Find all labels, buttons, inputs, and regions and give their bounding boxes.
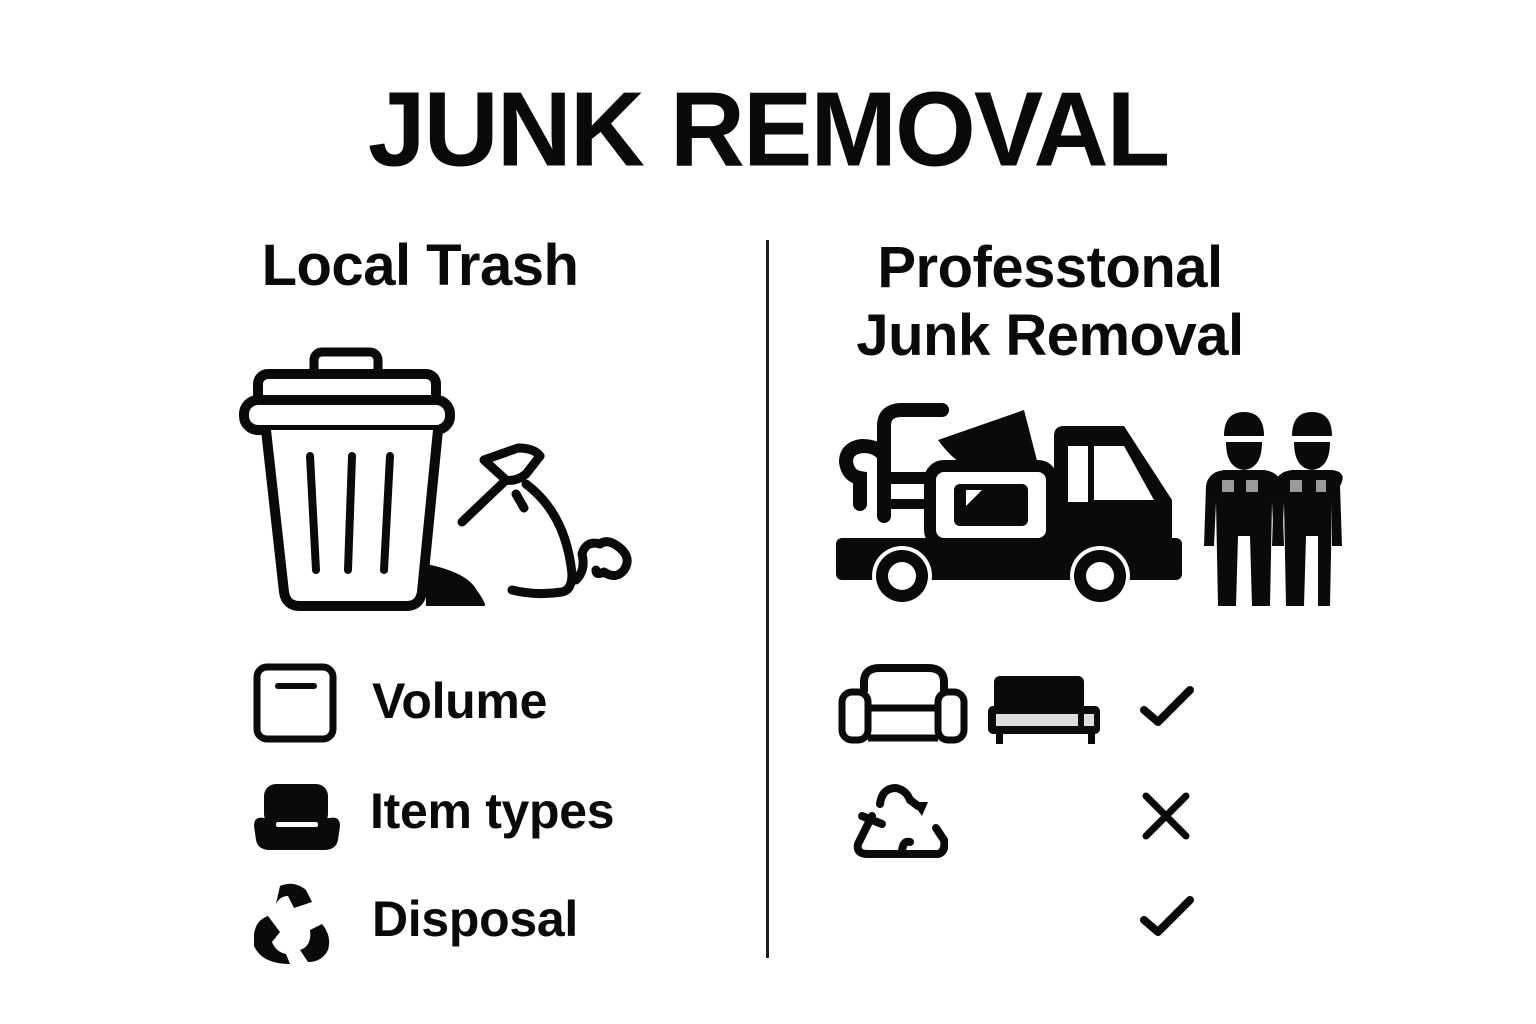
column-divider bbox=[766, 240, 769, 958]
left-row-item-types bbox=[252, 782, 342, 852]
page-title: JUNK REMOVAL bbox=[367, 70, 1170, 190]
recycle-outline-icon bbox=[853, 783, 948, 858]
square-box-icon bbox=[253, 663, 337, 743]
right-column-heading: Professtonal Junk Removal bbox=[830, 234, 1270, 371]
left-row-volume bbox=[252, 662, 338, 744]
check-icon bbox=[1140, 684, 1196, 732]
trash-can-illustration bbox=[236, 344, 646, 614]
left-row-label-disposal: Disposal bbox=[372, 891, 578, 947]
cross-icon bbox=[1140, 790, 1192, 842]
truck-workers-illustration bbox=[832, 396, 1352, 612]
left-row-disposal bbox=[250, 880, 336, 966]
right-heading-line-2: Junk Removal bbox=[856, 303, 1244, 369]
worker-icon bbox=[1204, 412, 1284, 606]
right-heading-line-1: Professtonal bbox=[877, 235, 1223, 300]
sofa-icon bbox=[986, 674, 1102, 746]
left-column-heading: Local Trash bbox=[261, 233, 579, 298]
check-icon bbox=[1140, 894, 1196, 942]
worker-icon bbox=[1272, 412, 1343, 606]
left-row-label-volume: Volume bbox=[372, 673, 548, 729]
left-row-label-item-types: Item types bbox=[370, 783, 615, 839]
right-row-disposal bbox=[852, 782, 948, 862]
recycle-icon bbox=[254, 883, 330, 964]
armchair-icon bbox=[254, 784, 340, 850]
armchair-outline-icon bbox=[838, 664, 968, 744]
right-row-item-types bbox=[838, 662, 968, 746]
